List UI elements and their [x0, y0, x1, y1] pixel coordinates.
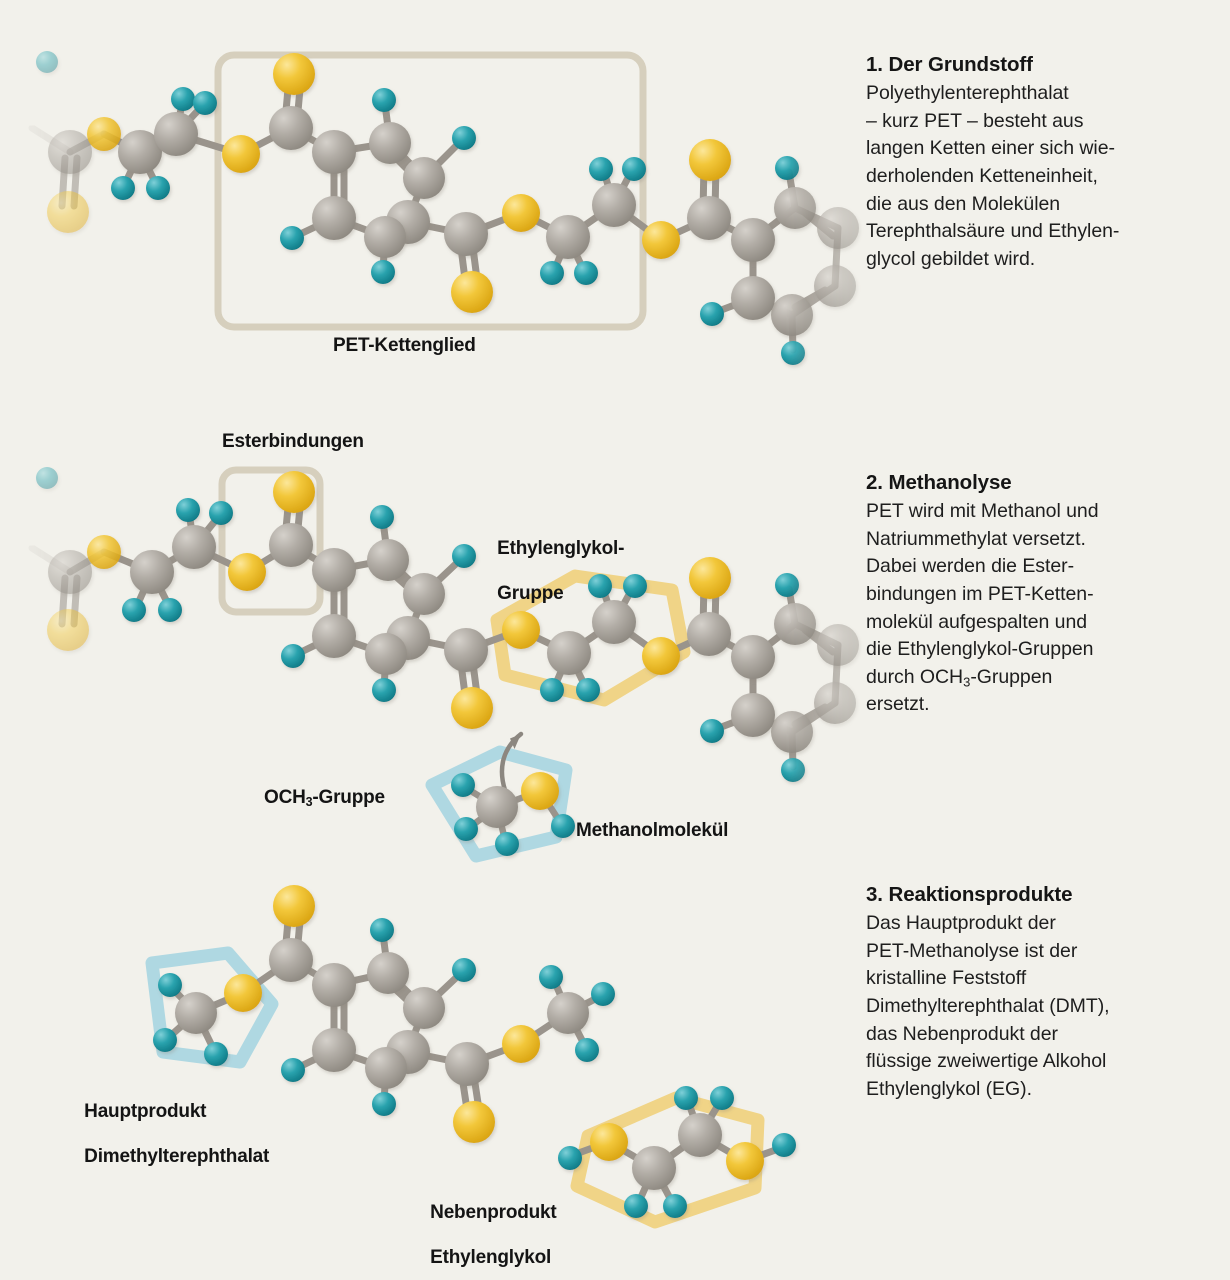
section-3-line-3: kristalline Feststoff	[866, 967, 1027, 990]
label-hauptprodukt-role: Hauptprodukt	[84, 1101, 207, 1123]
section-1-line-4: derholenden Ketteneinheit,	[866, 164, 1098, 187]
section-1-line-7: glycol gebildet wird.	[866, 247, 1036, 270]
label-pet-kettenglied: PET-Kettenglied	[333, 335, 476, 356]
section-1-line-2: – kurz PET – besteht aus	[866, 109, 1084, 132]
section-1-heading: 1. Der Grundstoff	[866, 53, 1033, 76]
label-methanolmolekuel: Methanolmolekül	[576, 820, 729, 841]
section-2-line-7: durch OCH3-Gruppen	[866, 665, 1053, 689]
reaction-arrow	[499, 731, 524, 793]
section-3-line-7: Ethylenglykol (EG).	[866, 1077, 1032, 1100]
label-och3-gruppe: OCH3-Gruppe	[264, 787, 385, 810]
section-2-line-8: ersetzt.	[866, 693, 930, 716]
section-3-line-5: das Nebenprodukt der	[866, 1022, 1058, 1045]
section-2-line-4: bindungen im PET-Ketten-	[866, 582, 1094, 605]
methanol-highlight	[425, 745, 573, 863]
label-ethylenglykol-gruppe-line2: Gruppe	[497, 583, 564, 605]
section-3-body: Das Hauptprodukt der PET-Methanolyse ist…	[866, 910, 1218, 1103]
pet-repeat-unit-box	[214, 51, 647, 331]
ester-bond-box	[218, 466, 324, 616]
label-och3-prefix: OCH	[264, 787, 306, 808]
label-och3-suffix: -Gruppe	[312, 787, 385, 808]
ethylene-glycol-highlight	[490, 569, 691, 707]
label-nebenprodukt-name: Ethylenglykol	[430, 1247, 552, 1269]
section-1-line-5: die aus den Molekülen	[866, 192, 1061, 215]
section-2-line-5: molekül aufgespalten und	[866, 610, 1088, 633]
label-esterbindungen: Esterbindungen	[222, 431, 364, 452]
section-2-och3-subscript: 3	[963, 673, 971, 689]
section-1-line-6: Terephthalsäure und Ethylen-	[866, 220, 1120, 243]
label-och3-subscript: 3	[305, 795, 313, 810]
section-3-heading: 3. Reaktionsprodukte	[866, 883, 1073, 906]
section-1-line-3: langen Ketten einer sich wie-	[866, 137, 1115, 160]
section-1-body: Polyethylenterephthalat – kurz PET – bes…	[866, 80, 1218, 273]
section-2-line-3: Dabei werden die Ester-	[866, 555, 1075, 578]
section-3-line-6: flüssige zweiwertige Alkohol	[866, 1050, 1107, 1073]
section-1-line-1: Polyethylenterephthalat	[866, 82, 1069, 105]
section-2-methanolyse: 2. Methanolyse PET wird mit Methanol und…	[866, 470, 1218, 719]
section-2-line-1: PET wird mit Methanol und	[866, 500, 1099, 523]
section-1-grundstoff: 1. Der Grundstoff Polyethylenterephthala…	[866, 52, 1218, 273]
label-nebenprodukt-role: Nebenprodukt	[430, 1202, 557, 1224]
label-hauptprodukt: Hauptprodukt Dimethylterephthalat	[74, 1079, 269, 1169]
section-2-line-6: die Ethylenglykol-Gruppen	[866, 638, 1094, 661]
section-3-line-2: PET-Methanolyse ist der	[866, 939, 1078, 962]
section-2-body: PET wird mit Methanol und Natriummethyla…	[866, 498, 1218, 719]
section-3-line-4: Dimethylterephthalat (DMT),	[866, 994, 1110, 1017]
label-nebenprodukt: Nebenprodukt Ethylenglykol	[420, 1180, 557, 1270]
label-ethylenglykol-gruppe-line1: Ethylenglykol-	[497, 538, 625, 560]
section-3-line-1: Das Hauptprodukt der	[866, 912, 1056, 935]
section-3-reaktionsprodukte: 3. Reaktionsprodukte Das Hauptprodukt de…	[866, 882, 1218, 1103]
label-ethylenglykol-gruppe: Ethylenglykol- Gruppe	[487, 516, 624, 606]
section-2-line-2: Natriummethylat versetzt.	[866, 527, 1086, 550]
section-2-heading: 2. Methanolyse	[866, 471, 1012, 494]
label-hauptprodukt-name: Dimethylterephthalat	[84, 1146, 270, 1168]
